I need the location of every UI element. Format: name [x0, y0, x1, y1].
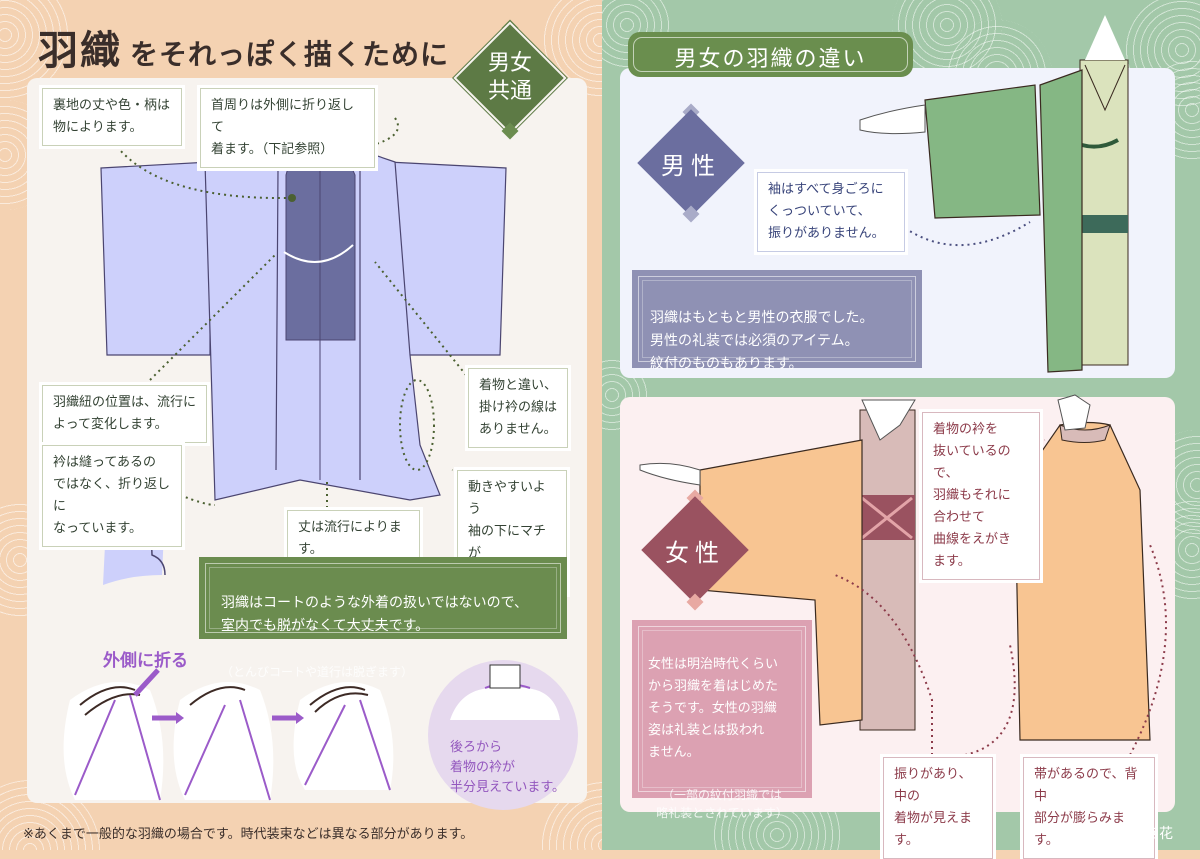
info-box-green: 羽織はコートのような外着の扱いではないので、 室内でも脱がなくて大丈夫です。 （… — [199, 557, 567, 679]
unisex-badge: 男女 共通 — [450, 18, 570, 140]
fold-outside-label: 外側に折る — [103, 651, 188, 671]
badge-line2: 共通 — [487, 79, 532, 104]
note-eri: 衿は縫ってあるの ではなく、折り返しに なっています。 — [42, 445, 182, 547]
info-box-male-text: 羽織はもともと男性の衣服でした。 男性の礼装では必須のアイテム。 紋付のものもあ… — [650, 310, 874, 372]
note-lining: 裏地の丈や色・柄は 物によります。 — [42, 88, 182, 146]
male-badge: 男性 — [636, 103, 746, 223]
note-nuki-eri: 着物の衿を 抜いているので、 羽織もそれに 合わせて 曲線をえがき ます。 — [922, 412, 1040, 580]
section-banner: 男女の羽織の違い — [628, 32, 913, 77]
footnote: ※あくまで一般的な羽織の場合です。時代装束などは異なる部分があります。 — [23, 827, 474, 842]
title-sub: をそれっぽく描くために — [130, 38, 450, 71]
info-box-green-text: 羽織はコートのような外着の扱いではないので、 室内でも脱がなくて大丈夫です。 — [221, 595, 529, 634]
info-box-green-sub: （とんびコートや道行は脱ぎます） — [221, 665, 414, 679]
note-collar-fold: 首周りは外側に折り返して 着ます。（下記参照） — [200, 88, 375, 168]
badge-line1: 男女 — [487, 51, 532, 76]
note-male-sleeve: 袖はすべて身ごろに くっついていて、 振りがありません。 — [757, 172, 905, 252]
note-kakeeri: 着物と違い、 掛け衿の線は ありません。 — [468, 368, 568, 448]
banner-title: 男女の羽織の違い — [674, 47, 867, 72]
back-view-note: 後ろから 着物の衿が 半分見えています。 — [450, 740, 566, 795]
note-furi: 振りがあり、中の 着物が見えます。 — [883, 757, 993, 859]
female-badge-text: 女性 — [665, 539, 725, 567]
info-box-female: 女性は明治時代くらい から羽織を着はじめた そうです。女性の羽織 姿は礼装とは扱… — [632, 620, 812, 820]
info-box-female-text: 女性は明治時代くらい から羽織を着はじめた そうです。女性の羽織 姿は礼装とは扱… — [648, 657, 779, 760]
copyright: ⓒ瑠璃森しき花 — [1075, 826, 1173, 842]
note-himo: 羽織紐の位置は、流行に よって変化します。 — [42, 385, 207, 443]
badge-text: 男女 共通 — [480, 50, 540, 106]
page-title: 羽織をそれっぽく描くために — [38, 18, 449, 76]
female-badge: 女性 — [640, 489, 750, 611]
info-box-female-sub: （一部の紋付羽織では 略礼装とされています） — [656, 788, 788, 820]
note-obi: 帯があるので、背中 部分が膨らみます。 — [1023, 757, 1155, 859]
male-badge-text: 男性 — [661, 152, 721, 180]
info-box-male: 羽織はもともと男性の衣服でした。 男性の礼装では必須のアイテム。 紋付のものもあ… — [632, 270, 922, 372]
title-main: 羽織 — [38, 27, 122, 74]
